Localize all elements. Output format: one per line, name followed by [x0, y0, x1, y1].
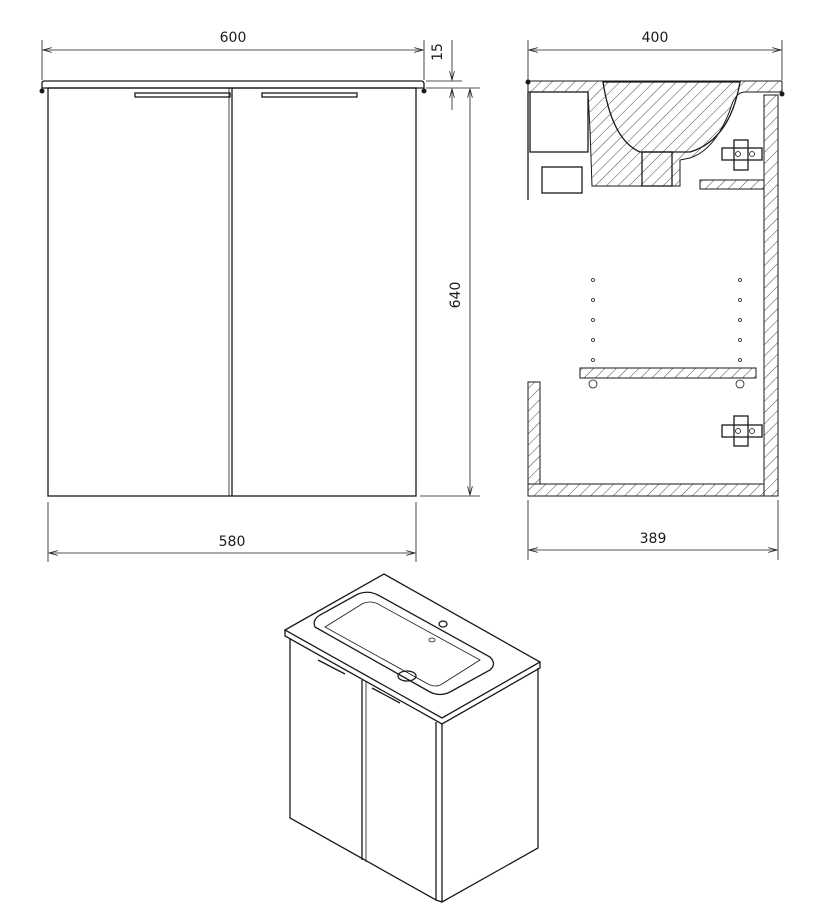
- countertop: [41, 80, 425, 89]
- right-door-handle: [261, 92, 358, 98]
- dimension-600: 600: [41, 30, 425, 80]
- side-section-view: [525, 79, 785, 497]
- front-view: [39, 80, 427, 497]
- svg-text:640: 640: [448, 282, 464, 309]
- hinge-upper: [721, 139, 763, 171]
- iso-handles: [317, 659, 401, 704]
- door-section: [527, 381, 541, 485]
- hinge-lower: [721, 415, 763, 447]
- dimension-400: 400: [527, 30, 783, 80]
- basin-section: [527, 80, 783, 187]
- back-panel: [763, 94, 779, 497]
- svg-text:15: 15: [430, 43, 446, 61]
- dimension-580: 580: [47, 502, 417, 562]
- shelf: [579, 367, 757, 379]
- svg-text:389: 389: [640, 531, 667, 547]
- dimension-15: 15: [426, 40, 480, 110]
- isometric-view: [283, 573, 542, 904]
- svg-text:400: 400: [642, 30, 669, 46]
- left-door-handle: [134, 92, 231, 98]
- siphon: [541, 166, 583, 194]
- shelf-pin-holes: [588, 278, 745, 389]
- iso-basin: [313, 591, 495, 696]
- svg-text:600: 600: [220, 30, 247, 46]
- svg-text:580: 580: [219, 534, 246, 550]
- dimension-640: 640: [420, 89, 480, 497]
- dimension-389: 389: [527, 500, 779, 560]
- iso-countertop: [283, 573, 542, 719]
- support-rail: [699, 179, 765, 190]
- basin-bowl: [602, 81, 741, 153]
- drawer-part: [529, 91, 589, 153]
- cabinet-bottom: [527, 483, 765, 497]
